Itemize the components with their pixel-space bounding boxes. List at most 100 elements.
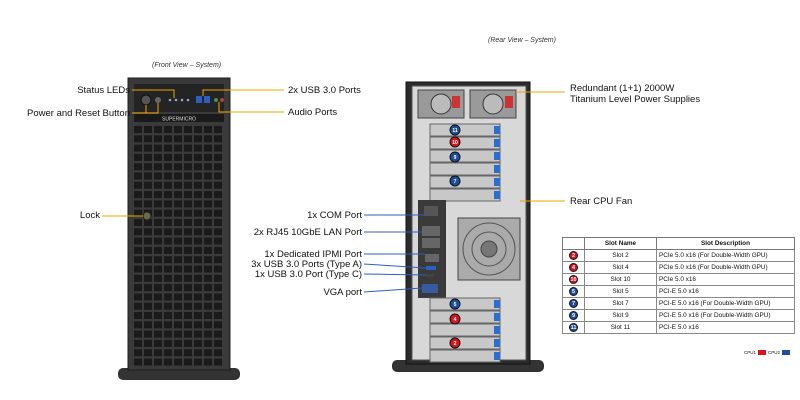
usb-a-port	[426, 266, 436, 270]
front-vent-cell	[194, 358, 202, 366]
front-vent-cell	[194, 126, 202, 133]
line-usb-c	[363, 273, 427, 276]
slot-table-header-name: Slot Name	[584, 237, 657, 250]
front-vent-cell	[194, 144, 202, 152]
front-vent-cell	[164, 135, 172, 143]
front-vent-grid	[134, 126, 222, 366]
slot-clip	[494, 178, 500, 186]
front-vent-cell	[204, 228, 212, 236]
rear-slot-badge-label: 4	[454, 317, 457, 323]
front-vent-cell	[204, 172, 212, 180]
slot-description: PCIe 5.0 x16 (For Double-Width GPU)	[656, 249, 795, 262]
rear-slot-badge-label: 9	[454, 155, 457, 161]
front-vent-cell	[144, 265, 152, 273]
audio-jack-mic	[214, 98, 218, 102]
front-vent-cell	[184, 144, 192, 152]
rear-slot-badge-label: 5	[454, 302, 457, 308]
front-vent-cell	[164, 321, 172, 329]
front-vent-cell	[174, 144, 182, 152]
front-vent-cell	[134, 144, 142, 152]
rear-cpu-fan-guard	[462, 222, 516, 276]
front-vent-cell	[134, 191, 142, 199]
front-vent-cell	[174, 163, 182, 171]
front-vent-cell	[194, 163, 202, 171]
front-vent-cell	[134, 246, 142, 254]
rear-slot-badge-label: 2	[454, 341, 457, 347]
rear-slot-badge	[449, 337, 461, 349]
front-vent-cell	[214, 237, 222, 245]
slot-name: Slot 9	[584, 309, 657, 322]
front-vent-cell	[204, 339, 212, 347]
front-vent-cell	[204, 284, 212, 292]
front-vent-cell	[154, 284, 162, 292]
front-vent-cell	[194, 274, 202, 282]
rear-slot-badge-label: 10	[452, 140, 458, 146]
front-vent-cell	[154, 172, 162, 180]
front-vent-cell	[134, 135, 142, 143]
rear-view-title: (Rear View – System)	[488, 37, 556, 44]
front-vent-cell	[214, 181, 222, 189]
front-vent-cell	[204, 246, 212, 254]
front-vent-cell	[184, 256, 192, 264]
front-vent-cell	[194, 237, 202, 245]
front-vent-cell	[174, 172, 182, 180]
front-vent-cell	[194, 209, 202, 217]
front-vent-cell	[154, 312, 162, 319]
front-vent-cell	[184, 349, 192, 357]
callout-ipmi-port: 1x Dedicated IPMI Port	[264, 249, 362, 260]
front-vent-cell	[184, 321, 192, 329]
front-vent-cell	[194, 293, 202, 301]
front-vent-cell	[214, 339, 222, 347]
front-vent-cell	[154, 228, 162, 236]
front-vent-cell	[214, 200, 222, 208]
slot-table-header-badge	[562, 237, 585, 250]
front-vent-cell	[194, 321, 202, 329]
front-vent-cell	[144, 181, 152, 189]
front-vent-cell	[204, 209, 212, 217]
slot-description: PCI-E 5.0 x16	[656, 321, 795, 334]
line-status-leds	[132, 89, 175, 98]
front-vent-cell	[154, 144, 162, 152]
front-vent-cell	[164, 274, 172, 282]
front-vent-cell	[174, 358, 182, 366]
front-vent-cell	[164, 219, 172, 226]
front-vent-cell	[174, 256, 182, 264]
front-vent-cell	[184, 181, 192, 189]
front-vent-cell	[204, 181, 212, 189]
front-vent-cell	[154, 135, 162, 143]
slot-badge-cell: 9	[562, 309, 585, 322]
lan-port-1	[422, 226, 440, 236]
front-vent-cell	[214, 172, 222, 180]
front-vent-cell	[164, 256, 172, 264]
front-vent-cell	[214, 163, 222, 171]
front-vent-cell	[134, 200, 142, 208]
front-vent-cell	[134, 209, 142, 217]
front-vent-cell	[194, 302, 202, 310]
front-vent-cell	[154, 330, 162, 338]
slot-badge: 7	[569, 299, 578, 308]
front-vent-cell	[164, 209, 172, 217]
slot-name: Slot 11	[584, 321, 657, 334]
front-vent-cell	[144, 135, 152, 143]
front-vent-cell	[144, 293, 152, 301]
line-vga	[363, 287, 423, 293]
slot-badge: 9	[569, 311, 578, 320]
front-vent-cell	[174, 339, 182, 347]
front-vent-cell	[154, 349, 162, 357]
front-vent-cell	[194, 200, 202, 208]
slot-clip	[494, 352, 500, 360]
front-vent-cell	[184, 246, 192, 254]
front-vent-cell	[174, 284, 182, 292]
front-vent-cell	[194, 246, 202, 254]
front-vent-cell	[144, 330, 152, 338]
slot-badge: 5	[569, 287, 578, 296]
front-vent-cell	[194, 339, 202, 347]
slot-badge: 4	[569, 263, 578, 272]
front-vent-cell	[174, 228, 182, 236]
front-vent-cell	[154, 209, 162, 217]
front-vent-cell	[144, 126, 152, 133]
